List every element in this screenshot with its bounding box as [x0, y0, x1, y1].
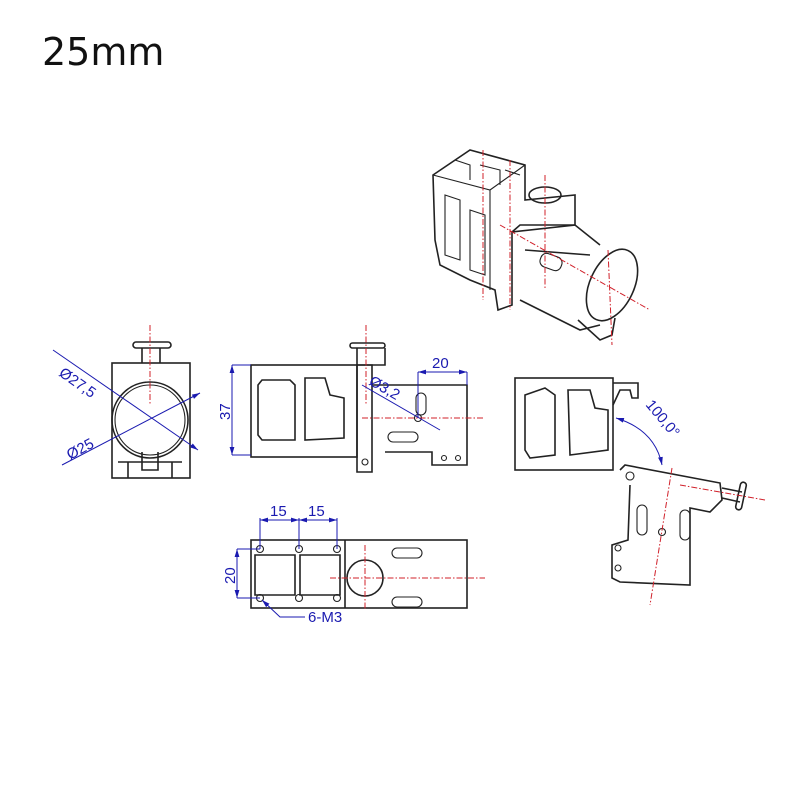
- inner-diameter-label: Ø25: [64, 435, 97, 463]
- angle-label: 100,0°: [642, 397, 683, 441]
- offset-dimension-label: 20: [432, 355, 449, 372]
- spacing-2-label: 15: [308, 503, 325, 520]
- height-dimension-label: 37: [217, 403, 234, 420]
- outer-diameter-label: Ø27,5: [56, 364, 99, 401]
- page-title: 25mm: [42, 30, 165, 74]
- holes-label: 6-M3: [308, 609, 342, 626]
- width-dimension-label: 20: [222, 567, 239, 584]
- bottom-view: 15 15 20 6-M3: [222, 503, 485, 626]
- spacing-1-label: 15: [270, 503, 287, 520]
- rotated-view: 100,0°: [514, 377, 766, 606]
- side-view: 37 20 Ø3,2: [217, 325, 485, 473]
- isometric-view: [432, 149, 651, 346]
- front-view: Ø27,5 Ø25: [52, 325, 201, 479]
